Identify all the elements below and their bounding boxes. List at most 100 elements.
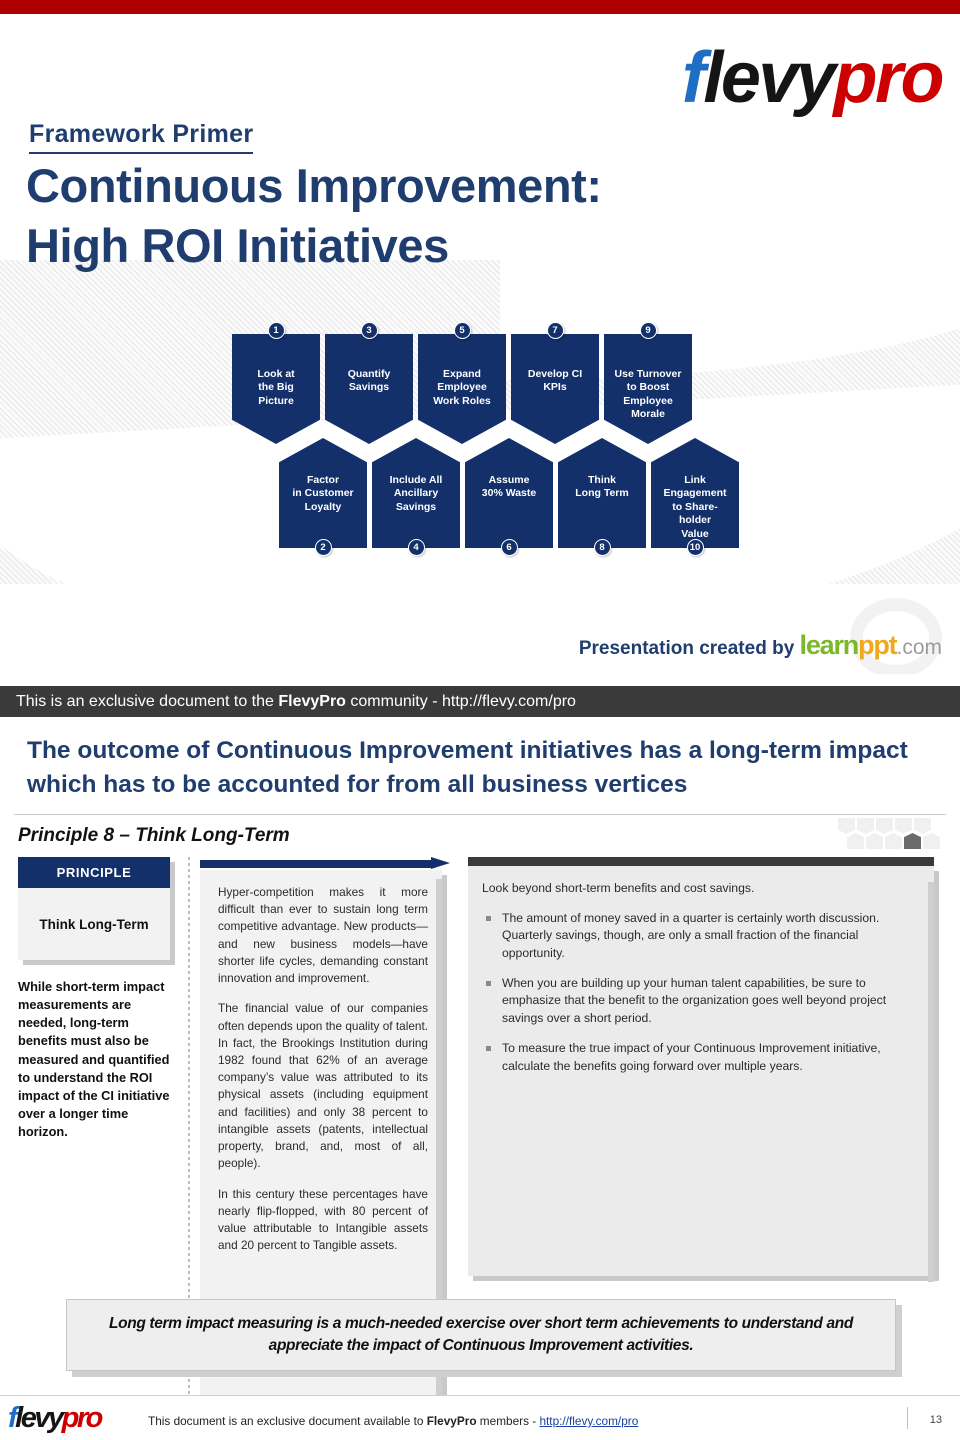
footer-link[interactable]: http://flevy.com/pro <box>539 1414 639 1428</box>
progress-cell-10 <box>923 833 940 849</box>
chevron-label: Use Turnover to Boost Employee Morale <box>614 368 682 421</box>
principle-card: PRINCIPLE Think Long-Term <box>18 857 170 960</box>
arrow-bar <box>200 860 432 868</box>
learnppt-com: .com <box>896 636 942 659</box>
chevron-step-5: Expand Employee Work Roles <box>418 334 506 444</box>
narrative-scrollbar[interactable] <box>436 879 442 1440</box>
chevron-label: Develop CI KPIs <box>527 368 583 394</box>
banner-brand: FlevyPro <box>278 693 346 710</box>
principle-card-name: Think Long-Term <box>39 916 149 932</box>
progress-cell-6 <box>885 833 902 849</box>
banner-text-after: community - http://flevy.com/pro <box>345 693 576 710</box>
principle-note: While short-term impact measurements are… <box>18 979 170 1140</box>
guidance-panel: Look beyond short-term benefits and cost… <box>468 866 934 1282</box>
cover-section: flevypro Framework Primer Continuous Imp… <box>0 14 960 674</box>
banner-text-before: This is an exclusive document to the <box>16 693 279 710</box>
narrative-paragraph: Hyper-competition makes it more difficul… <box>218 885 428 986</box>
content-slide: The outcome of Continuous Improvement in… <box>0 717 960 1440</box>
chevron-number-badge-7: 7 <box>546 322 564 339</box>
principle-card-header: PRINCIPLE <box>18 857 170 888</box>
logo-text-pro: pro <box>833 38 945 118</box>
chevron-step-6: Assume 30% Waste <box>465 438 553 548</box>
cover-kicker: Framework Primer <box>29 120 254 154</box>
chevron-number-badge-5: 5 <box>453 322 471 339</box>
chevron-number-badge-1: 1 <box>267 322 285 339</box>
principle-column: PRINCIPLE Think Long-Term While short-te… <box>18 857 178 1141</box>
chevron-number-badge-2: 2 <box>314 539 332 556</box>
chevron-label: Expand Employee Work Roles <box>433 368 491 407</box>
footer-logo-text-pro: pro <box>61 1402 104 1434</box>
cover-title-line-2: High ROI Initiatives <box>26 219 449 273</box>
chevron-number-badge-8: 8 <box>593 539 611 556</box>
guidance-bullet: To measure the true impact of your Conti… <box>482 1040 916 1075</box>
narrative-paragraph: The financial value of our companies oft… <box>218 1001 428 1171</box>
progress-cell-4 <box>866 833 883 849</box>
progress-cell-5 <box>876 818 893 834</box>
chevron-label: Look at the Big Picture <box>257 368 295 407</box>
learnppt-ppt: ppt <box>858 630 898 660</box>
arrow-head-icon <box>431 857 450 869</box>
footer-logo-text-levy: levy <box>15 1402 64 1434</box>
cover-title-line-1: Continuous Improvement: <box>26 159 602 212</box>
exclusive-document-banner: This is an exclusive document to the Fle… <box>0 686 960 717</box>
footer-brand: FlevyPro <box>426 1414 477 1428</box>
chevron-label: Include All Ancillary Savings <box>389 474 443 513</box>
progress-cell-2 <box>847 833 864 849</box>
guidance-scrollbar[interactable] <box>928 882 934 1282</box>
logo-letter-f: f <box>681 38 706 118</box>
guidance-column: Look beyond short-term benefits and cost… <box>468 857 942 1282</box>
key-takeaway-callout: Long term impact measuring is a much-nee… <box>66 1299 896 1371</box>
page-number: 13 <box>929 1414 942 1426</box>
chevron-step-4: Include All Ancillary Savings <box>372 438 460 548</box>
chevron-label: Quantify Savings <box>347 368 391 394</box>
footer-text-before: This document is an exclusive document a… <box>148 1414 427 1428</box>
chevron-step-8: Think Long Term <box>558 438 646 548</box>
chevron-number-badge-10: 10 <box>686 539 704 556</box>
logo-text-levy: levy <box>703 38 836 118</box>
footer-flevypro-logo: flevypro <box>8 1402 104 1434</box>
chevron-number-badge-6: 6 <box>500 539 518 556</box>
guidance-bullet-list: The amount of money saved in a quarter i… <box>482 910 916 1076</box>
chevron-number-badge-3: 3 <box>360 322 378 339</box>
footer-separator <box>907 1407 908 1429</box>
top-red-accent-bar <box>0 0 960 14</box>
callout-text: Long term impact measuring is a much-nee… <box>108 1314 854 1354</box>
progress-cell-3 <box>857 818 874 834</box>
progress-cell-9 <box>914 818 931 834</box>
flevypro-logo: flevypro <box>682 42 945 114</box>
chevron-label: Think Long Term <box>575 474 629 500</box>
chevron-number-badge-9: 9 <box>639 322 657 339</box>
cover-title: Continuous Improvement: High ROI Initiat… <box>26 156 602 276</box>
progress-cell-1 <box>838 818 855 834</box>
chevron-step-7: Develop CI KPIs <box>511 334 599 444</box>
chevron-step-9: Use Turnover to Boost Employee Morale <box>604 334 692 444</box>
presentation-credit: Presentation created by learnppt.com <box>579 630 942 661</box>
narrative-paragraph: In this century these percentages have n… <box>218 1186 428 1253</box>
chevron-step-1: Look at the Big Picture <box>232 334 320 444</box>
footer-text: This document is an exclusive document a… <box>148 1414 638 1428</box>
chevron-label: Factor in Customer Loyalty <box>292 474 354 513</box>
footer-text-mid: members - <box>476 1414 540 1428</box>
page-footer: flevypro This document is an exclusive d… <box>0 1395 960 1440</box>
slide-subheading: Principle 8 – Think Long-Term <box>18 825 290 846</box>
chevron-step-2: Factor in Customer Loyalty <box>279 438 367 548</box>
slide-headline: The outcome of Continuous Improvement in… <box>27 737 908 799</box>
chevron-label: Assume 30% Waste <box>481 474 537 500</box>
footer-logo-letter-f: f <box>8 1402 18 1434</box>
progress-cell-7 <box>895 818 912 834</box>
headline-divider <box>14 814 946 815</box>
chevron-label: Link Engagement to Share- holder Value <box>663 474 727 540</box>
guidance-bullet: When you are building up your human tale… <box>482 975 916 1028</box>
narrative-arrow-header <box>200 857 450 870</box>
guidance-header-bar <box>468 857 934 866</box>
learnppt-learn: learn <box>799 630 860 660</box>
column-dotted-divider <box>188 857 190 1440</box>
chevron-number-badge-4: 4 <box>407 539 425 556</box>
guidance-intro: Look beyond short-term benefits and cost… <box>482 881 755 895</box>
credit-prefix: Presentation created by <box>578 638 795 659</box>
guidance-bullet: The amount of money saved in a quarter i… <box>482 910 916 963</box>
principle-progress-map <box>838 818 940 850</box>
chevron-step-3: Quantify Savings <box>325 334 413 444</box>
